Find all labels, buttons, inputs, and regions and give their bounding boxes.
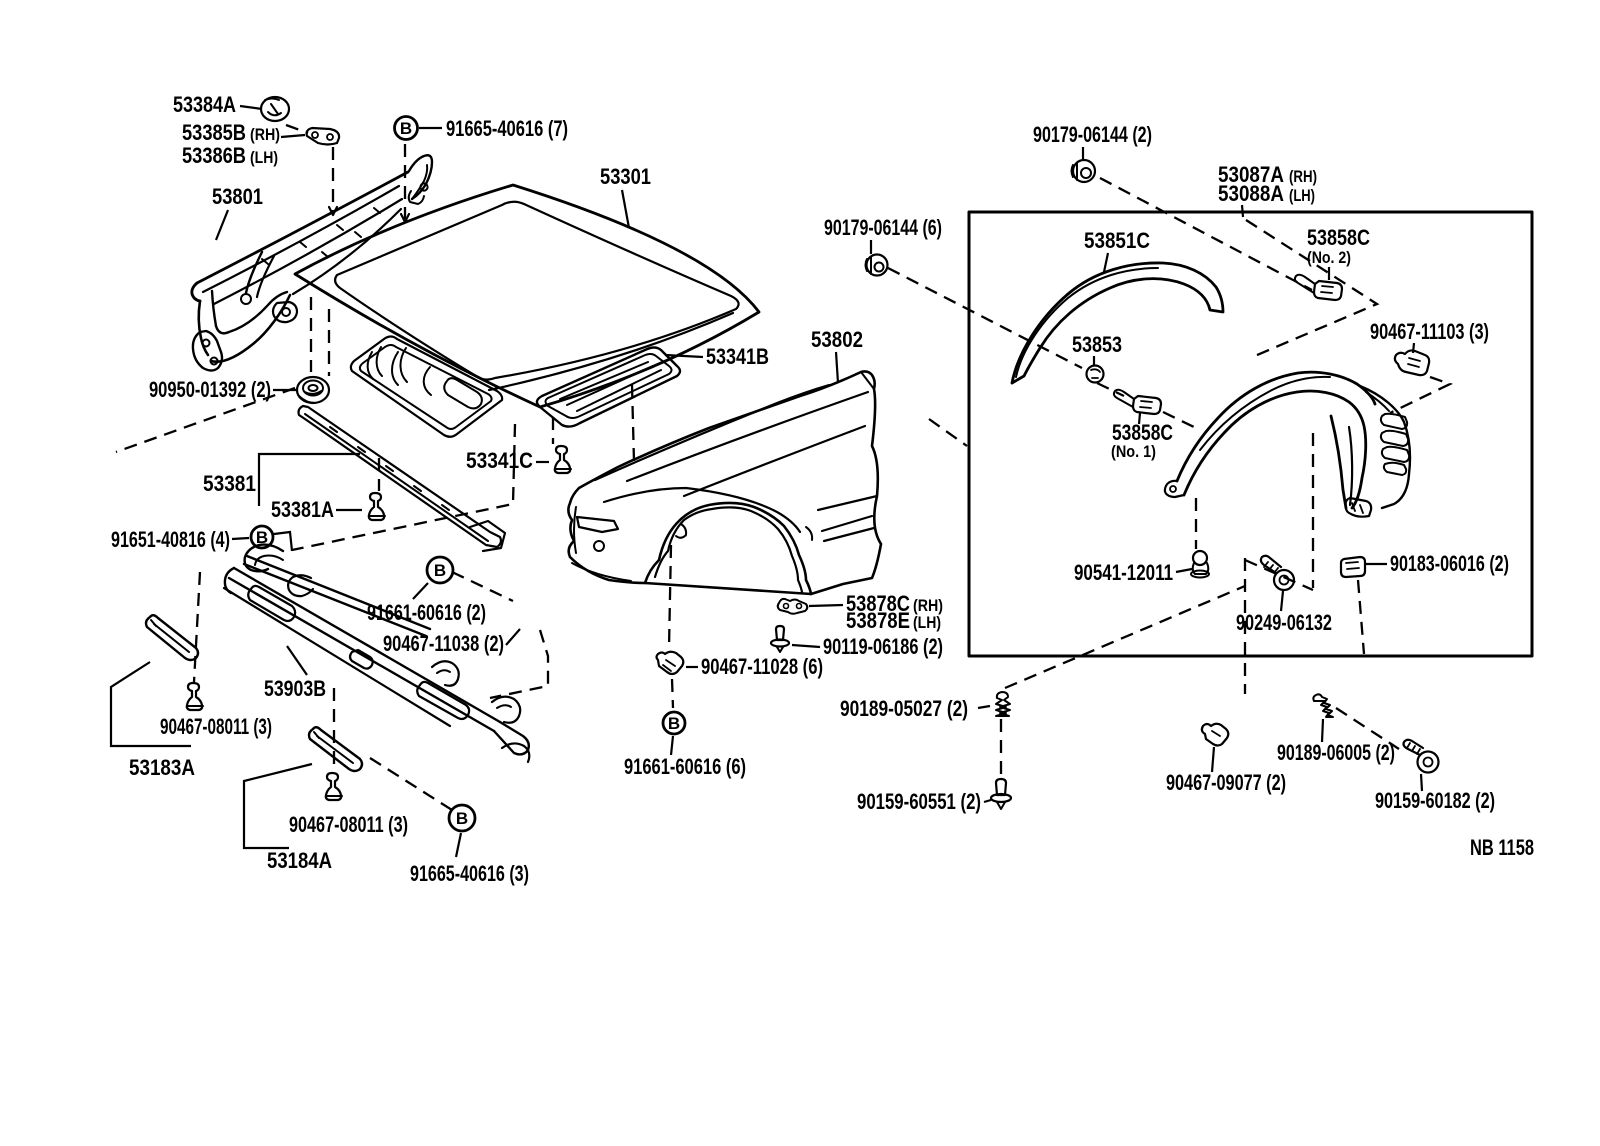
svg-text:53341B: 53341B [706,344,769,369]
svg-text:90119-06186 (2): 90119-06186 (2) [823,634,943,659]
svg-text:90467-11038 (2): 90467-11038 (2) [383,631,504,656]
svg-text:B: B [668,714,680,733]
svg-text:53801: 53801 [212,184,263,209]
svg-text:91651-40816 (4): 91651-40816 (4) [111,527,230,552]
svg-text:(RH): (RH) [913,596,943,615]
svg-text:91661-60616 (2): 91661-60616 (2) [367,600,486,625]
svg-text:(No. 2): (No. 2) [1307,248,1351,267]
svg-text:53851C: 53851C [1084,228,1150,253]
svg-text:53903B: 53903B [264,676,326,701]
svg-text:90189-05027 (2): 90189-05027 (2) [840,696,968,721]
svg-text:(LH): (LH) [250,148,278,167]
svg-text:53384A: 53384A [173,92,236,117]
svg-text:53878C: 53878C [846,591,910,616]
svg-text:53341C: 53341C [466,448,533,473]
svg-text:90249-06132: 90249-06132 [1236,610,1332,635]
svg-text:53853: 53853 [1072,332,1122,357]
svg-text:91665-40616 (7): 91665-40616 (7) [446,116,568,141]
svg-text:53088A: 53088A [1218,181,1284,206]
svg-text:(RH): (RH) [250,125,280,144]
svg-text:90179-06144 (6): 90179-06144 (6) [824,215,942,240]
svg-text:90541-12011: 90541-12011 [1074,560,1173,585]
svg-text:53385B: 53385B [182,120,246,145]
svg-text:53386B: 53386B [182,143,246,168]
svg-text:53087A: 53087A [1218,162,1284,187]
svg-text:53802: 53802 [811,327,863,352]
svg-text:90183-06016 (2): 90183-06016 (2) [1390,551,1509,576]
svg-text:91665-40616 (3): 91665-40616 (3) [410,861,529,886]
svg-text:90467-09077 (2): 90467-09077 (2) [1166,770,1286,795]
svg-text:(LH): (LH) [913,613,941,632]
svg-text:(No. 1): (No. 1) [1111,442,1156,461]
svg-text:90467-08011 (3): 90467-08011 (3) [289,812,408,837]
svg-text:B: B [434,561,446,580]
svg-text:90179-06144 (2): 90179-06144 (2) [1033,122,1152,147]
svg-text:53858C: 53858C [1307,225,1370,250]
svg-text:90467-11103 (3): 90467-11103 (3) [1370,319,1489,344]
svg-text:53878E: 53878E [846,608,910,633]
svg-text:90950-01392 (2): 90950-01392 (2) [149,377,271,402]
svg-text:53184A: 53184A [267,848,332,873]
svg-text:91661-60616 (6): 91661-60616 (6) [624,754,746,779]
svg-text:90189-06005 (2): 90189-06005 (2) [1277,740,1395,765]
svg-text:90467-08011 (3): 90467-08011 (3) [160,714,272,739]
svg-text:B: B [400,119,412,138]
svg-text:53381A: 53381A [271,497,334,522]
svg-text:NB 1158: NB 1158 [1470,835,1534,860]
svg-text:(RH): (RH) [1289,167,1317,186]
svg-text:53858C: 53858C [1112,420,1173,445]
svg-text:53183A: 53183A [129,755,195,780]
svg-text:90159-60182 (2): 90159-60182 (2) [1375,788,1495,813]
svg-text:53301: 53301 [600,164,651,189]
svg-text:(LH): (LH) [1289,186,1315,205]
svg-text:B: B [256,528,268,547]
svg-text:53381: 53381 [203,471,256,496]
svg-text:B: B [456,809,468,828]
svg-text:90159-60551 (2): 90159-60551 (2) [857,789,981,814]
svg-text:90467-11028 (6): 90467-11028 (6) [701,654,823,679]
